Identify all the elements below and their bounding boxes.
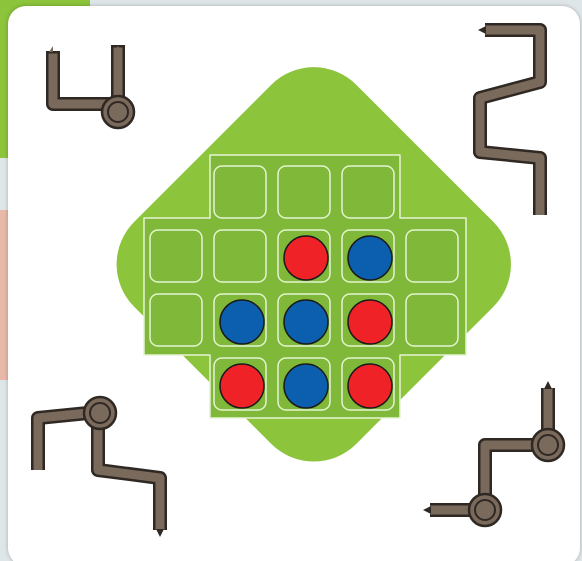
red-token[interactable]	[220, 364, 264, 408]
red-token[interactable]	[348, 300, 392, 344]
red-token[interactable]	[348, 364, 392, 408]
pipe-top-right	[478, 26, 540, 215]
pipe-bottom-left	[38, 397, 164, 537]
blue-token[interactable]	[284, 364, 328, 408]
blue-token[interactable]	[348, 236, 392, 280]
pipe-top-left	[49, 46, 134, 128]
blue-token[interactable]	[284, 300, 328, 344]
pipe-bottom-right	[423, 381, 564, 526]
blue-token[interactable]	[220, 300, 264, 344]
red-token[interactable]	[284, 236, 328, 280]
